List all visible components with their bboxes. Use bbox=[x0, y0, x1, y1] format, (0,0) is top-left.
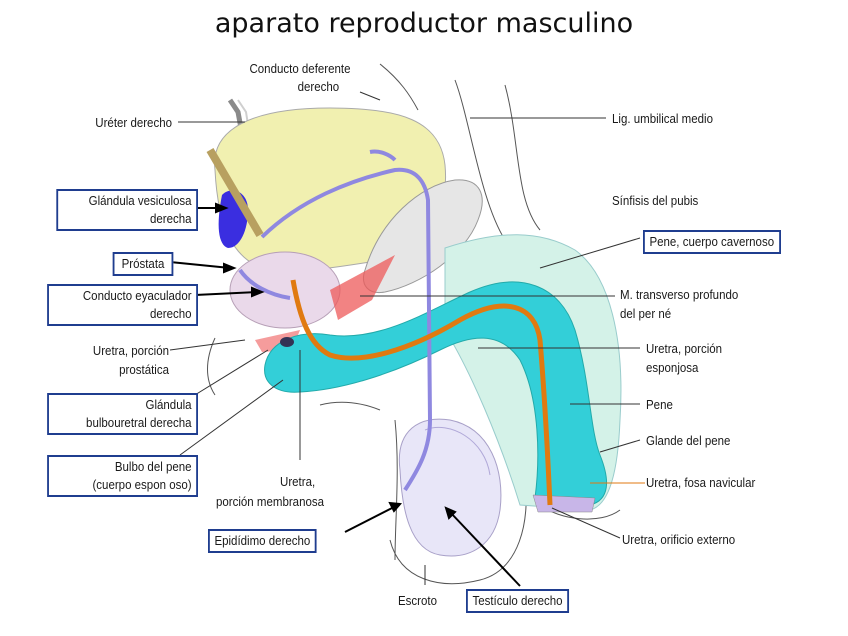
label-transverso: M. transverso profundo del per né bbox=[620, 286, 738, 324]
bulbourethral-gland-shape bbox=[280, 337, 294, 347]
label-sinfisis: Sínfisis del pubis bbox=[612, 192, 698, 210]
testis-shape bbox=[399, 419, 501, 556]
label-escroto: Escroto bbox=[398, 592, 437, 610]
label-pene: Pene bbox=[646, 396, 673, 414]
abdominal-wall-line-2 bbox=[505, 85, 540, 230]
scrotal-septum-line bbox=[395, 420, 397, 560]
perineum-line bbox=[320, 402, 380, 410]
label-epididimo: Epidídimo derecho bbox=[208, 529, 317, 553]
label-pene-cavernoso: Pene, cuerpo cavernoso bbox=[643, 230, 781, 254]
label-glande: Glande del pene bbox=[646, 432, 730, 450]
label-glandula-bulbouretral: Glándula bulbouretral derecha bbox=[47, 393, 198, 435]
label-lig-umbilical: Lig. umbilical medio bbox=[612, 110, 713, 128]
label-uretra-membranosa: Uretra, porción membranosa bbox=[201, 472, 339, 512]
label-prostata: Próstata bbox=[113, 252, 174, 276]
label-conducto-deferente: Conducto deferente derecho bbox=[240, 60, 360, 96]
label-testiculo: Testículo derecho bbox=[466, 589, 569, 613]
label-ureter: Uréter derecho bbox=[69, 114, 172, 132]
label-uretra-orificio: Uretra, orificio externo bbox=[622, 531, 735, 549]
contour-line bbox=[380, 64, 418, 110]
label-bulbo: Bulbo del pene (cuerpo espon oso) bbox=[47, 455, 198, 497]
prostate-shape bbox=[230, 252, 340, 328]
label-uretra-prostatica: Uretra, porción prostática bbox=[54, 342, 169, 380]
label-uretra-esponjosa: Uretra, porción esponjosa bbox=[646, 340, 722, 378]
glans-tip-shape bbox=[533, 495, 595, 512]
label-conducto-eyaculador: Conducto eyaculador derecho bbox=[47, 284, 198, 326]
label-uretra-fosa: Uretra, fosa navicular bbox=[646, 474, 755, 492]
label-glandula-vesiculosa: Glándula vesiculosa derecha bbox=[56, 189, 198, 231]
